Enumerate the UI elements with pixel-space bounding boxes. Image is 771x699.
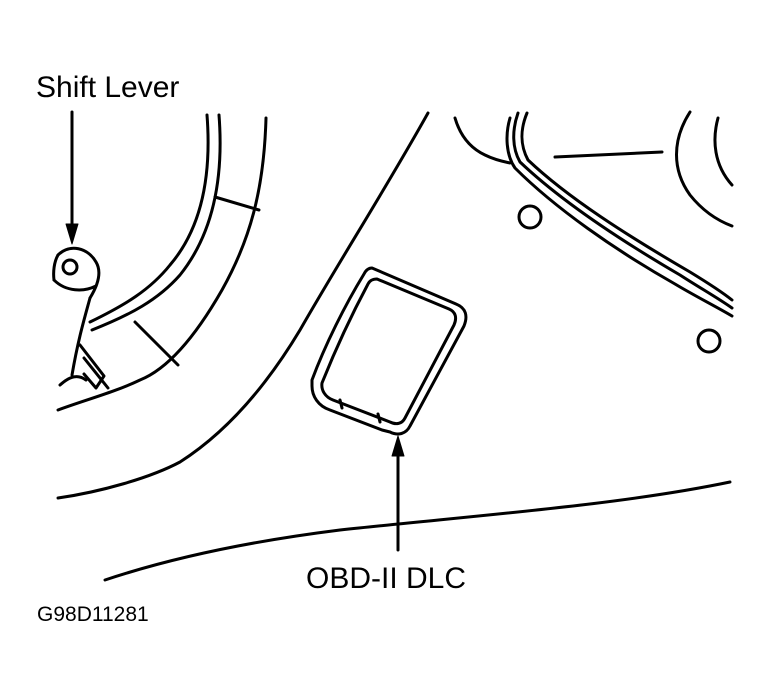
shift-lever-knob <box>52 246 110 390</box>
right-panel <box>453 110 734 354</box>
figure-id: G98D11281 <box>37 603 149 626</box>
shift-lever-arrow <box>65 110 79 245</box>
dash-lower-edge <box>56 111 430 500</box>
obd-dlc-label: OBD-II DLC <box>306 562 467 595</box>
shift-lever-label: Shift Lever <box>36 71 180 104</box>
floor-line <box>103 480 732 582</box>
center-console <box>56 113 268 412</box>
obd-dlc-connector <box>310 266 468 436</box>
obd-dlc-arrow <box>391 435 405 552</box>
